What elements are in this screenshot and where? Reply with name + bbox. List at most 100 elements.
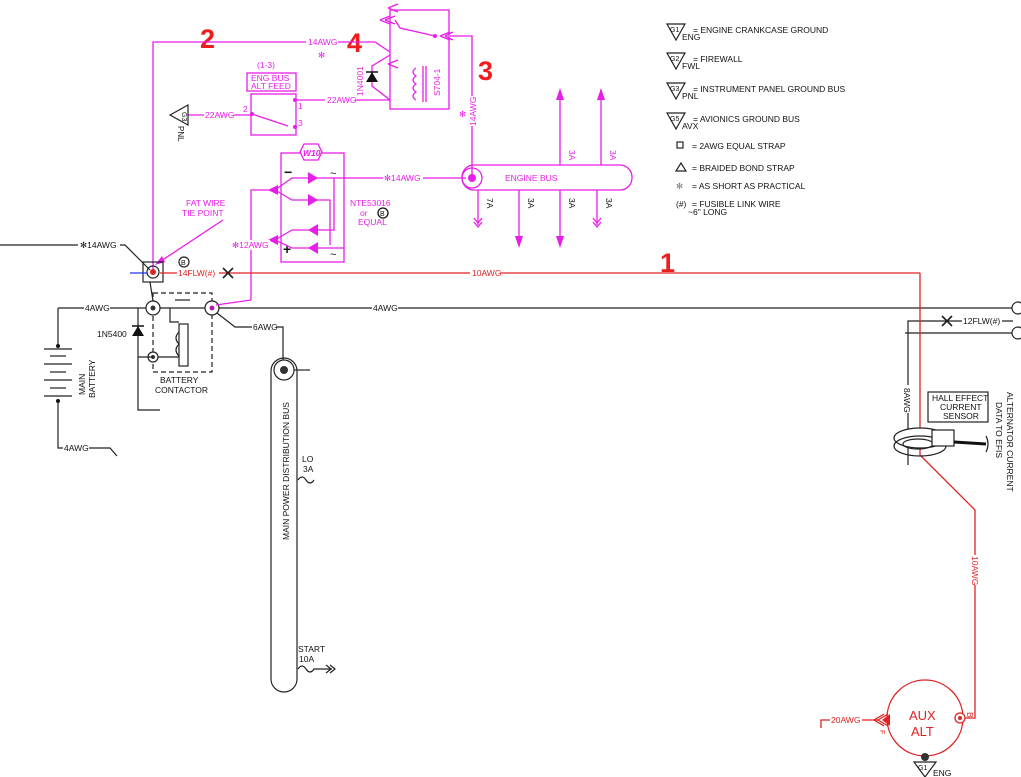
svg-text:10AWG: 10AWG bbox=[472, 268, 501, 278]
svg-text:4AWG: 4AWG bbox=[373, 303, 398, 313]
svg-text:BATTERY: BATTERY bbox=[160, 375, 199, 385]
svg-text:−: − bbox=[284, 164, 292, 180]
svg-text:= BRAIDED BOND STRAP: = BRAIDED BOND STRAP bbox=[692, 163, 795, 173]
svg-text:✻12AWG: ✻12AWG bbox=[232, 240, 269, 250]
svg-text:= 2AWG EQUAL STRAP: = 2AWG EQUAL STRAP bbox=[692, 141, 786, 151]
svg-text:ENG: ENG bbox=[682, 32, 700, 42]
fuse-down-3: 3A bbox=[556, 190, 577, 248]
fuse-down-2: 3A bbox=[515, 190, 536, 248]
callout-2: 2 bbox=[200, 24, 215, 54]
svg-text:~: ~ bbox=[330, 168, 336, 180]
svg-text:G1: G1 bbox=[670, 27, 679, 34]
legend-item-g2: G2 FWL = FIREWALL bbox=[665, 52, 743, 71]
svg-text:G3: G3 bbox=[670, 86, 679, 93]
svg-text:G2: G2 bbox=[670, 56, 679, 63]
svg-text:20AWG: 20AWG bbox=[831, 715, 860, 725]
svg-text:3A: 3A bbox=[303, 464, 314, 474]
ground-g3-icon bbox=[168, 103, 189, 127]
svg-text:MAIN POWER DISTRIBUTION BUS: MAIN POWER DISTRIBUTION BUS bbox=[281, 402, 291, 540]
legend-item-short: ✻ = AS SHORT AS PRACTICAL bbox=[676, 181, 806, 191]
aux-alternator: AUX ALT B 20AWG F G1 ENG bbox=[820, 679, 975, 777]
svg-text:F: F bbox=[878, 730, 885, 734]
callout-1: 1 bbox=[660, 248, 675, 278]
svg-text:12FLW(#): 12FLW(#) bbox=[963, 316, 1000, 326]
relay-part-label: S704-1 bbox=[432, 68, 442, 96]
legend: G1 ENG = ENGINE CRANKCASE GROUND G2 FWL … bbox=[665, 23, 845, 217]
svg-text:PNL: PNL bbox=[682, 91, 699, 101]
rectifier-w10: W10 − + ~ ~ ✻14AWG NTE53016 or B EQUAL ✻… bbox=[230, 143, 466, 300]
svg-text:= AS SHORT AS PRACTICAL: = AS SHORT AS PRACTICAL bbox=[692, 181, 806, 191]
svg-text:= FUSIBLE LINK WIRE: = FUSIBLE LINK WIRE bbox=[692, 199, 781, 209]
main-power-distribution-bus: MAIN POWER DISTRIBUTION BUS LO 3A START … bbox=[270, 357, 336, 693]
fuse-down-4: 3A bbox=[592, 190, 614, 229]
svg-text:3A: 3A bbox=[526, 198, 536, 209]
svg-text:6AWG: 6AWG bbox=[253, 322, 278, 332]
svg-text:4AWG: 4AWG bbox=[64, 443, 89, 453]
eng-bus-alt-feed-switch: (1-3) ENG BUS ALT FEED 1 2 3 22AWG 22AWG… bbox=[168, 60, 390, 142]
svg-text:3A: 3A bbox=[567, 198, 577, 209]
svg-text:CURRENT: CURRENT bbox=[940, 402, 982, 412]
svg-text:22AWG: 22AWG bbox=[205, 110, 234, 120]
diode-1n4001-icon bbox=[366, 72, 378, 82]
svg-text:14AWG: 14AWG bbox=[468, 97, 478, 126]
relay-s704: 1N4001 S704-1 14AWG ✻ bbox=[355, 3, 478, 178]
svg-text:✻: ✻ bbox=[459, 109, 466, 119]
svg-text:✻14AWG: ✻14AWG bbox=[80, 240, 117, 250]
battery-contactor-section: 4AWG 4AWG MAIN BATTERY 4AWG bbox=[44, 281, 1013, 457]
svg-text:= FIREWALL: = FIREWALL bbox=[693, 54, 743, 64]
svg-text:2: 2 bbox=[243, 104, 248, 114]
svg-text:G1: G1 bbox=[918, 765, 927, 772]
legend-item-fusible: (#) = FUSIBLE LINK WIRE ~6" LONG bbox=[676, 199, 781, 217]
ground-g1-icon bbox=[912, 761, 938, 777]
svg-text:B: B bbox=[380, 211, 385, 218]
svg-text:SENSOR: SENSOR bbox=[943, 411, 979, 421]
svg-text:~6" LONG: ~6" LONG bbox=[688, 207, 727, 217]
svg-text:or: or bbox=[360, 208, 368, 218]
engine-bus-alt-feed-wire: 14AWG ✻ bbox=[152, 37, 375, 270]
svg-text:B: B bbox=[181, 260, 186, 267]
svg-text:1: 1 bbox=[298, 101, 303, 111]
svg-text:3A: 3A bbox=[567, 150, 577, 161]
svg-text:W10: W10 bbox=[303, 148, 321, 158]
svg-text:~: ~ bbox=[330, 249, 336, 261]
main-battery-icon bbox=[44, 344, 72, 403]
svg-text:ALT FEED: ALT FEED bbox=[251, 81, 291, 91]
svg-text:22AWG: 22AWG bbox=[327, 95, 356, 105]
svg-text:G5: G5 bbox=[670, 116, 679, 123]
engine-bus: ENGINE BUS 3A 3A 7A 3A 3A 3A bbox=[461, 88, 633, 248]
svg-text:LO: LO bbox=[302, 454, 314, 464]
legend-item-g3: G3 PNL = INSTRUMENT PANEL GROUND BUS bbox=[665, 82, 845, 101]
svg-text:8AWG: 8AWG bbox=[902, 388, 912, 413]
alternator-current-sensor-section: 12FLW(#) 8AWG 10AWG HALL EFFECT CURRENT … bbox=[893, 273, 1021, 719]
svg-text:ALTERNATOR CURRENT: ALTERNATOR CURRENT bbox=[1005, 392, 1015, 492]
svg-text:TIE POINT: TIE POINT bbox=[182, 208, 224, 218]
svg-text:AVX: AVX bbox=[682, 121, 699, 131]
svg-text:3A: 3A bbox=[604, 198, 614, 209]
svg-text:✻14AWG: ✻14AWG bbox=[384, 173, 421, 183]
svg-text:10A: 10A bbox=[299, 654, 314, 664]
svg-text:B: B bbox=[965, 712, 975, 718]
svg-text:= AVIONICS GROUND BUS: = AVIONICS GROUND BUS bbox=[693, 114, 800, 124]
svg-text:+: + bbox=[283, 241, 291, 257]
legend-item-bond-strap: = BRAIDED BOND STRAP bbox=[674, 161, 795, 173]
svg-text:G3: G3 bbox=[180, 112, 187, 121]
svg-text:✻: ✻ bbox=[676, 181, 683, 191]
svg-text:14AWG: 14AWG bbox=[308, 37, 337, 47]
callout-4: 4 bbox=[347, 28, 362, 58]
fat-wire-tie-point: FAT WIRE TIE POINT ✻14AWG 14FLW(#) B 10A… bbox=[0, 198, 920, 283]
svg-text:7A: 7A bbox=[485, 198, 495, 209]
svg-text:4AWG: 4AWG bbox=[85, 303, 110, 313]
svg-text:MAIN: MAIN bbox=[77, 374, 87, 395]
fuse-up-1: 3A bbox=[556, 88, 577, 165]
diode-1n4001-label: 1N4001 bbox=[355, 66, 365, 96]
engine-bus-label: ENGINE BUS bbox=[505, 173, 558, 183]
svg-text:FAT WIRE: FAT WIRE bbox=[186, 198, 226, 208]
legend-item-equal-strap: = 2AWG EQUAL STRAP bbox=[676, 141, 786, 151]
svg-text:FWL: FWL bbox=[682, 61, 700, 71]
legend-item-g5: G5 AVX = AVIONICS GROUND BUS bbox=[665, 112, 800, 131]
fuse-up-2: 3A bbox=[597, 88, 618, 165]
svg-text:AUX: AUX bbox=[909, 708, 936, 723]
svg-text:BATTERY: BATTERY bbox=[87, 359, 97, 398]
svg-text:EQUAL: EQUAL bbox=[358, 217, 387, 227]
svg-text:3A: 3A bbox=[608, 150, 618, 161]
